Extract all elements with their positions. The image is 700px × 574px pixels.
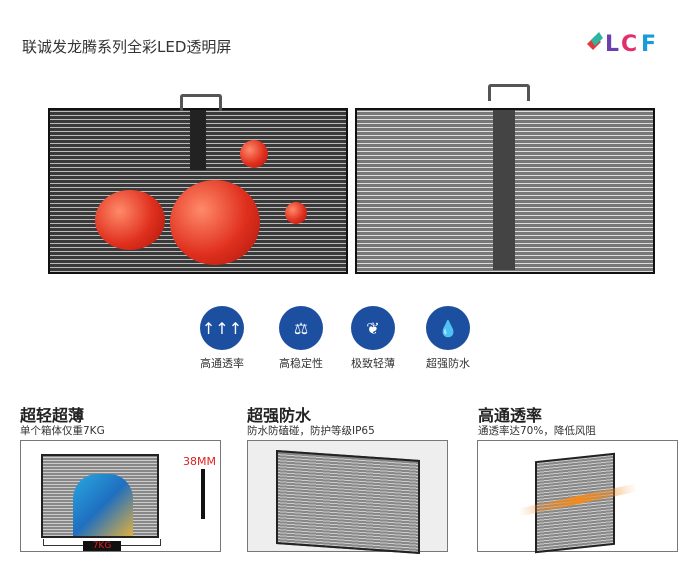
transparency-image <box>477 440 678 554</box>
section-title: 高通透率 <box>478 406 543 425</box>
page-title: 联诚发龙腾系列全彩LED透明屏 <box>22 38 232 56</box>
lightweight-image: 38MM 7KG <box>20 440 221 552</box>
feature-label: 超强防水 <box>426 357 470 370</box>
waterproof-image <box>247 440 448 555</box>
svg-text:F: F <box>641 32 656 56</box>
balance-icon: ⚖ <box>279 306 323 350</box>
section-title: 超轻超薄 <box>20 406 85 425</box>
weight-label: 7KG <box>83 541 121 551</box>
svg-text:C: C <box>621 32 637 56</box>
section-subtitle: 防水防磕碰，防护等级IP65 <box>247 425 375 437</box>
feature-label: 极致轻薄 <box>351 357 395 370</box>
handle <box>488 84 530 101</box>
water-drops-icon: 💧 <box>426 306 470 350</box>
screen-back-image <box>355 108 655 274</box>
svg-text:L: L <box>605 32 619 56</box>
feature-label: 高通透率 <box>200 357 244 370</box>
feature-label: 高稳定性 <box>279 357 323 370</box>
screen-front-image <box>48 108 348 274</box>
feather-icon: ❦ <box>351 306 395 350</box>
handle <box>180 94 222 111</box>
section-subtitle: 单个箱体仅重7KG <box>20 425 105 437</box>
section-title: 超强防水 <box>247 406 312 425</box>
section-subtitle: 通透率达70%，降低风阻 <box>478 425 596 437</box>
lcf-logo: L C F <box>587 32 656 56</box>
thickness-label: 38MM <box>183 455 216 468</box>
waves-arrows-icon: ↑↑↑ <box>200 306 244 350</box>
